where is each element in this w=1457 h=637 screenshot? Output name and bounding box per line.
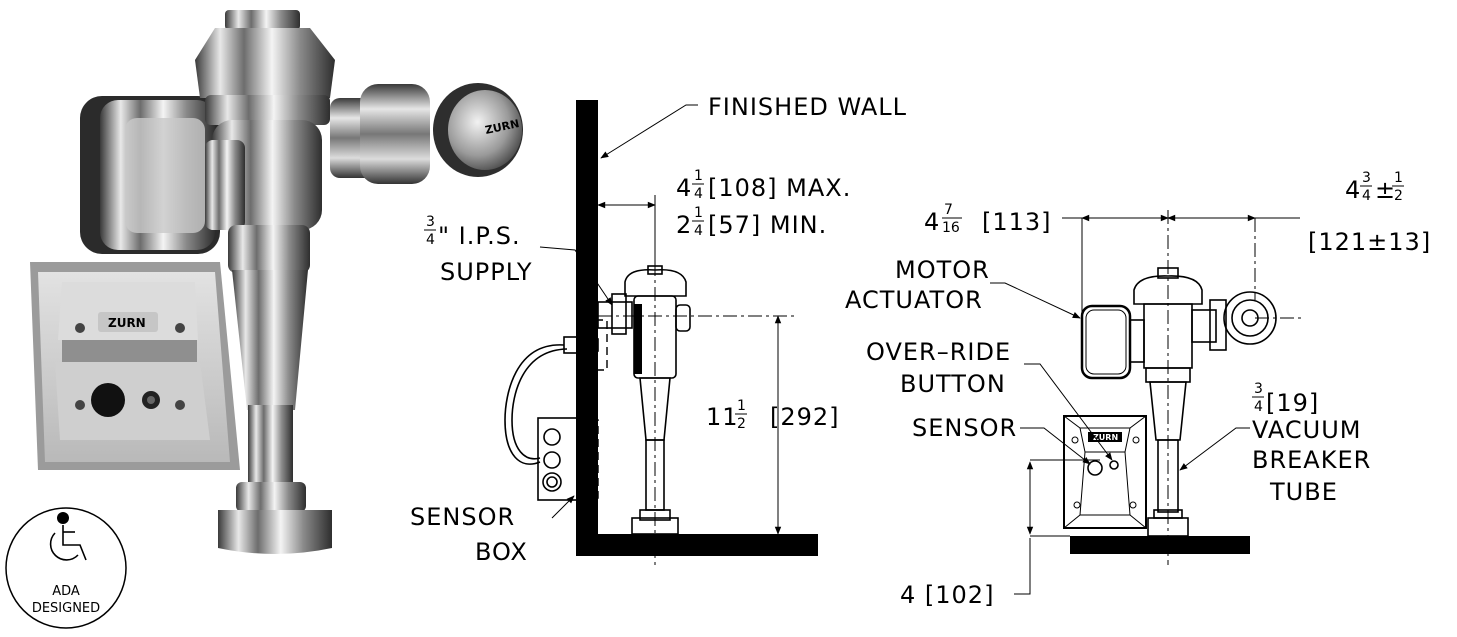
product-photo: ZURN ZURN bbox=[30, 10, 523, 554]
svg-text:4: 4 bbox=[1254, 399, 1263, 415]
sensor-wall-plate: ZURN bbox=[30, 262, 240, 470]
svg-text:1: 1 bbox=[737, 398, 746, 414]
svg-text:[57] MIN.: [57] MIN. bbox=[708, 211, 827, 239]
sensor-eye bbox=[1087, 460, 1103, 476]
supply-label: 3 4 " I.P.S. SUPPLY bbox=[424, 214, 533, 286]
finished-wall bbox=[576, 100, 598, 556]
outlet-tube bbox=[218, 225, 332, 554]
tube-label: TUBE bbox=[1269, 478, 1338, 506]
svg-text:SUPPLY: SUPPLY bbox=[440, 258, 533, 286]
inlet-connection: ZURN bbox=[330, 83, 523, 184]
motor-label: MOTOR bbox=[895, 256, 990, 284]
svg-text:2: 2 bbox=[737, 416, 746, 432]
svg-text:[121±13]: [121±13] bbox=[1308, 228, 1431, 256]
ada-label: ADA bbox=[52, 584, 80, 599]
ada-designed-label: DESIGNED bbox=[32, 601, 100, 616]
right-offset-dimension: 4 3 4 ± 1 2 [121±13] bbox=[1308, 170, 1431, 256]
svg-text:3: 3 bbox=[426, 214, 435, 230]
sensor-box-label-2: BOX bbox=[475, 538, 528, 566]
svg-text:7: 7 bbox=[944, 202, 953, 218]
motor-actuator bbox=[1080, 304, 1132, 380]
breaker-label: BREAKER bbox=[1252, 446, 1371, 474]
svg-text:4: 4 bbox=[1345, 176, 1361, 204]
offset-dimension: 4 7 16 [113] bbox=[924, 202, 1052, 236]
sensor-box-side bbox=[504, 336, 599, 501]
svg-text:" I.P.S.: " I.P.S. bbox=[438, 222, 521, 250]
svg-text:2: 2 bbox=[1394, 188, 1403, 204]
sensor-label: SENSOR bbox=[912, 414, 1017, 442]
svg-text:1: 1 bbox=[694, 205, 703, 221]
valve-dome bbox=[195, 10, 335, 125]
bottom-dimension: 4 [102] bbox=[900, 581, 994, 609]
svg-text:3: 3 bbox=[1362, 170, 1371, 186]
max-dimension: 4 1 4 [108] MAX. bbox=[676, 168, 851, 202]
wheelchair-icon bbox=[62, 525, 87, 561]
svg-text:[19]: [19] bbox=[1266, 389, 1319, 417]
ada-person-head bbox=[57, 512, 69, 524]
sensor-eye-photo bbox=[91, 383, 125, 417]
tube-dimension: 3 4 [19] bbox=[1252, 381, 1319, 417]
sensor-plate-front: ZURN bbox=[1063, 415, 1147, 529]
svg-text:[113]: [113] bbox=[982, 208, 1052, 236]
svg-text:11: 11 bbox=[706, 403, 739, 431]
front-view-drawing: 4 7 16 [113] 4 3 4 ± 1 2 [121±13] MOTOR … bbox=[845, 170, 1431, 609]
valve-front-view bbox=[1129, 267, 1305, 537]
svg-text:1: 1 bbox=[694, 168, 703, 184]
svg-text:3: 3 bbox=[1254, 381, 1263, 397]
svg-text:4: 4 bbox=[676, 174, 692, 202]
ada-badge: ADA DESIGNED bbox=[5, 507, 127, 629]
svg-text:1: 1 bbox=[1394, 170, 1403, 186]
svg-text:16: 16 bbox=[942, 220, 960, 236]
override-label: OVER–RIDE bbox=[866, 338, 1011, 366]
actuator-label: ACTUATOR bbox=[845, 286, 983, 314]
svg-text:[108] MAX.: [108] MAX. bbox=[708, 174, 851, 202]
vacuum-label: VACUUM bbox=[1252, 416, 1361, 444]
svg-text:4: 4 bbox=[1362, 188, 1371, 204]
override-button-label: BUTTON bbox=[900, 370, 1006, 398]
floor bbox=[576, 534, 818, 556]
svg-text:4: 4 bbox=[694, 186, 703, 202]
svg-text:±: ± bbox=[1375, 176, 1396, 204]
brand-on-drawing: ZURN bbox=[1093, 433, 1118, 442]
floor-front bbox=[1070, 536, 1250, 554]
svg-text:4: 4 bbox=[426, 232, 435, 248]
side-view-drawing: FINISHED WALL 4 1 4 [108] MAX. 2 1 4 [57… bbox=[410, 93, 907, 566]
svg-text:4: 4 bbox=[924, 208, 940, 236]
svg-text:4: 4 bbox=[694, 223, 703, 239]
brand-on-plate: ZURN bbox=[108, 316, 146, 330]
valve-side-view bbox=[594, 262, 795, 565]
valve-body bbox=[205, 120, 322, 230]
sensor-box-label: SENSOR bbox=[410, 503, 515, 531]
override-button bbox=[1109, 460, 1119, 470]
finished-wall-label: FINISHED WALL bbox=[708, 93, 907, 121]
height-dimension: 11 1 2 [292] bbox=[706, 398, 840, 432]
svg-text:[292]: [292] bbox=[770, 403, 840, 431]
svg-text:2: 2 bbox=[676, 211, 692, 239]
min-dimension: 2 1 4 [57] MIN. bbox=[676, 205, 827, 239]
actuator-cover bbox=[80, 96, 220, 254]
